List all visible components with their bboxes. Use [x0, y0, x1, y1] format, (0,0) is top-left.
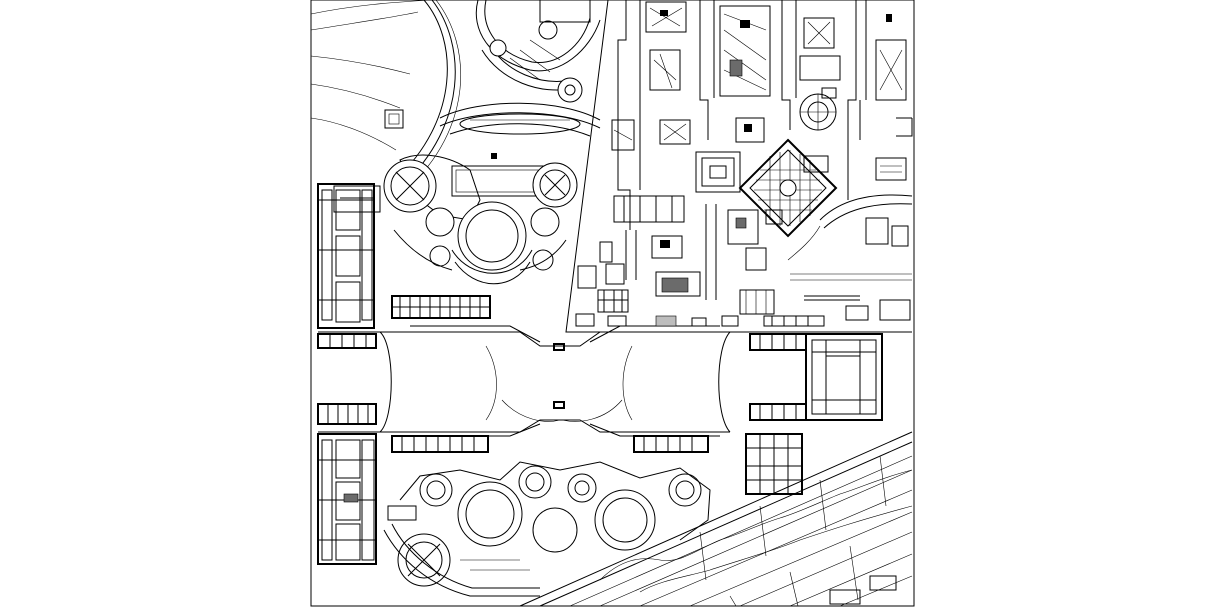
landscape-arcs: [310, 0, 497, 191]
rosette-buildings-bottom: [383, 461, 711, 597]
lower-colonnades: [391, 435, 709, 453]
rosette-building-top: [383, 154, 578, 285]
building-district: [575, 0, 913, 327]
east-courtyard-building: [745, 333, 883, 495]
west-wing-bottom: [317, 333, 377, 565]
upper-colonnades: [391, 295, 491, 319]
central-plaza: [318, 325, 731, 437]
sheet-frame: [310, 0, 915, 607]
crescent-building: [475, 0, 601, 103]
west-wing-top: [317, 183, 381, 329]
hedge-wings: [439, 102, 601, 137]
district-boundary: [565, 0, 912, 333]
waterfront-grid: [519, 431, 913, 607]
